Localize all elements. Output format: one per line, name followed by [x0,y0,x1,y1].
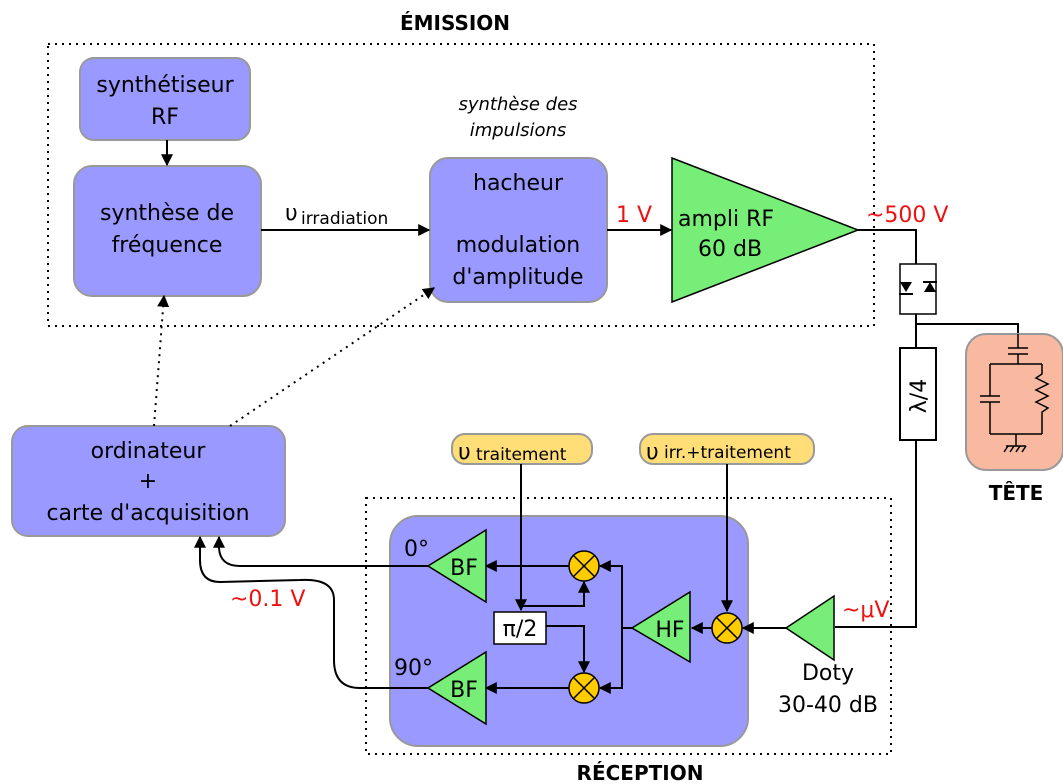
phase-90-label: 90° [394,656,433,681]
nu-treatment-subscript: traitement [476,445,567,465]
chopper-label-3: d'amplitude [452,265,583,290]
pulse-synthesis-caption-2: impulsions [470,120,567,141]
bf-amplifier-0-label: BF [450,556,478,581]
bf0-to-computer-arrow [213,535,428,567]
head-title: TÊTE [989,481,1044,505]
emission-title: ÉMISSION [400,11,510,35]
control-link-chopper [229,287,435,427]
nu-irradiation-subscript: irradiation [301,209,388,229]
reception-title: RÉCEPTION [577,761,704,784]
pulse-synthesis-caption-1: synthèse des [458,94,577,115]
doty-label-1: Doty [802,661,854,686]
rf-synthesizer-block [79,57,251,141]
phase-shifter-box [493,611,547,645]
doty-preamp-triangle [784,594,835,662]
nu-irr-treatment-symbol: υ [646,440,659,465]
quarter-wave-to-doty-wire [835,440,917,628]
hf-mixer-icon [711,612,743,644]
nu-irr-treatment-subscript: irr.+traitement [664,443,791,463]
computer-label-3: carte d'acquisition [46,501,249,526]
nu-treatment-symbol: υ [458,440,471,465]
bf-amplifier-90-label: BF [450,678,478,703]
quarter-wave-line [899,347,937,441]
level-01v: ~0.1 V [230,587,305,612]
level-uv: ~μV [842,598,889,623]
hf-to-mixer0-arrow [598,560,623,628]
phase-0-label: 0° [404,537,429,562]
chopper-label-2: modulation [456,233,581,258]
computer-block [11,425,286,537]
nu-irradiation-symbol: υ [285,201,298,226]
quarter-wave-label: λ/4 [907,379,932,413]
rf-amplifier-label-1: ampli RF [678,207,774,232]
rf-amplifier-label-2: 60 dB [698,237,762,262]
control-link-freq [153,294,170,427]
mixer-0-icon [568,550,600,582]
frequency-synthesis-block [73,165,262,297]
emission-frame [47,43,875,327]
doty-label-2: 30-40 dB [778,693,878,718]
frequency-synthesis-label-2: fréquence [112,233,223,258]
bf-amplifier-90-triangle [426,650,487,726]
mixer-90-icon [568,672,600,704]
hf-amplifier-label: HF [655,618,684,643]
rf-synthesizer-label-2: RF [151,105,179,130]
probe-circuit [980,334,1050,453]
rf-synthesizer-label-1: synthétiseur [96,73,234,98]
bf-amplifier-0-triangle [426,528,487,604]
level-500v: ~500 V [866,203,948,228]
amp-output-wire [858,229,917,264]
frequency-synthesis-label-1: synthèse de [100,201,234,226]
computer-label-2: + [139,469,157,494]
phase-shifter-label: π/2 [503,617,538,642]
chopper-label-1: hacheur [473,171,564,196]
hf-to-mixer90-arrow [598,628,623,694]
resistor-icon [1034,364,1050,434]
hf-amplifier-triangle [630,590,691,664]
bf90-to-computer-arrow [194,535,428,689]
computer-label-1: ordinateur [91,439,207,464]
phase-to-mixer90-arrow [546,625,590,674]
receiver-block [389,515,749,747]
crossed-diodes-icon [899,263,937,315]
level-1v: 1 V [616,203,652,228]
treatment-to-mixer0-arrow [520,580,590,607]
